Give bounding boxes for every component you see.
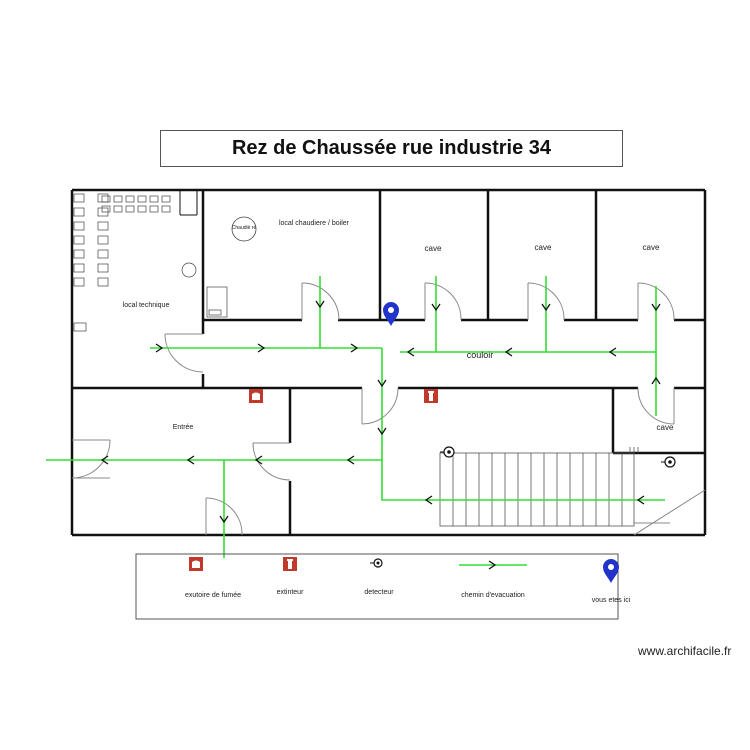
technical-equipment — [73, 193, 228, 332]
legend-location-pin-icon — [603, 559, 619, 583]
smoke-vent-icon — [249, 389, 263, 403]
legend-evac-path-label: chemin d'evacuation — [461, 592, 525, 599]
boiler-unit-label: Chaudiè re — [232, 225, 257, 231]
plan-title: Rez de Chaussée rue industrie 34 — [231, 137, 551, 159]
room-label-cave-2: cave — [535, 243, 552, 252]
legend-detector-icon — [370, 558, 383, 568]
legend-extinguisher-icon — [283, 557, 297, 571]
legend-detector-label: detecteur — [364, 589, 394, 596]
boiler-unit: Chaudiè re — [231, 216, 257, 242]
legend-extinguisher-label: extinteur — [277, 589, 305, 596]
detector-icon — [440, 446, 455, 458]
title-box: Rez de Chaussée rue industrie 34 — [160, 130, 623, 167]
detector-icon — [661, 456, 676, 468]
room-label-cave-1: cave — [425, 244, 442, 253]
doors — [71, 282, 706, 536]
legend: exutoire de fumée extinteur detecteur ch… — [135, 553, 631, 620]
room-label-cave-4: cave — [657, 423, 674, 432]
room-label-corridor: couloir — [467, 350, 494, 360]
room-label-entrance: Entrée — [173, 424, 194, 431]
room-label-technical: local technique — [123, 302, 170, 309]
evacuation-paths — [46, 276, 665, 558]
walls — [70, 188, 707, 537]
room-label-boiler: local chaudiere / boiler — [279, 220, 350, 227]
watermark: www.archifacile.fr — [638, 644, 732, 658]
extinguisher-icon — [424, 389, 438, 403]
staircase — [439, 452, 635, 527]
location-pin-icon — [383, 302, 399, 326]
legend-evac-path-icon — [459, 560, 527, 570]
vent-grille — [629, 447, 639, 453]
room-label-cave-3: cave — [643, 243, 660, 252]
legend-smoke-vent-label: exutoire de fumée — [185, 592, 241, 599]
legend-smoke-vent-icon — [189, 557, 203, 571]
legend-you-are-here-label: vous etes ici — [592, 597, 631, 604]
